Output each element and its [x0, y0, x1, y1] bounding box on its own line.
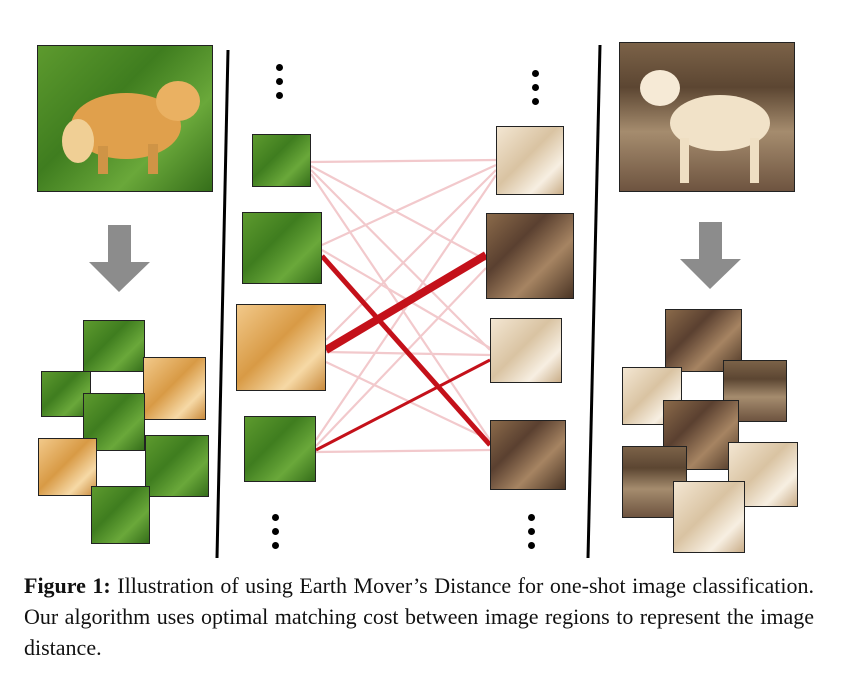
support-region-paws: [490, 420, 566, 490]
standing-dog-illustration: [640, 70, 770, 183]
center-right-bottom-ellipsis: [528, 514, 536, 556]
left-crop-grass-left: [41, 371, 91, 417]
center-left-bottom-ellipsis: [272, 514, 280, 556]
running-dog-illustration: [62, 81, 200, 174]
left-down-arrow-icon: [89, 225, 150, 292]
left-crop-dog-face: [38, 438, 97, 496]
support-region-fur: [496, 126, 564, 195]
query-region-grass: [252, 134, 311, 187]
right-down-arrow-icon: [680, 222, 741, 289]
support-region-dog-face: [486, 213, 574, 299]
left-dog-image: [37, 45, 213, 192]
right-crop-feathering: [673, 481, 745, 553]
left-crop-fur: [143, 357, 206, 420]
caption-text: Illustration of using Earth Mover’s Dist…: [24, 573, 814, 660]
query-region-dog-face: [236, 304, 326, 391]
center-left-top-ellipsis: [276, 64, 284, 106]
support-region-tail: [490, 318, 562, 383]
right-dog-image: [619, 42, 795, 192]
query-region-paws: [242, 212, 322, 284]
left-divider: [215, 49, 230, 559]
center-right-top-ellipsis: [532, 70, 540, 112]
left-crop-grass-top: [83, 320, 145, 372]
figure-caption: Figure 1: Illustration of using Earth Mo…: [24, 570, 814, 663]
right-divider: [586, 44, 602, 559]
strong-matching-lines: [315, 251, 492, 452]
caption-label: Figure 1:: [24, 573, 111, 598]
left-crop-tail: [91, 486, 150, 544]
query-region-tail: [244, 416, 316, 482]
left-crop-paws: [145, 435, 209, 497]
